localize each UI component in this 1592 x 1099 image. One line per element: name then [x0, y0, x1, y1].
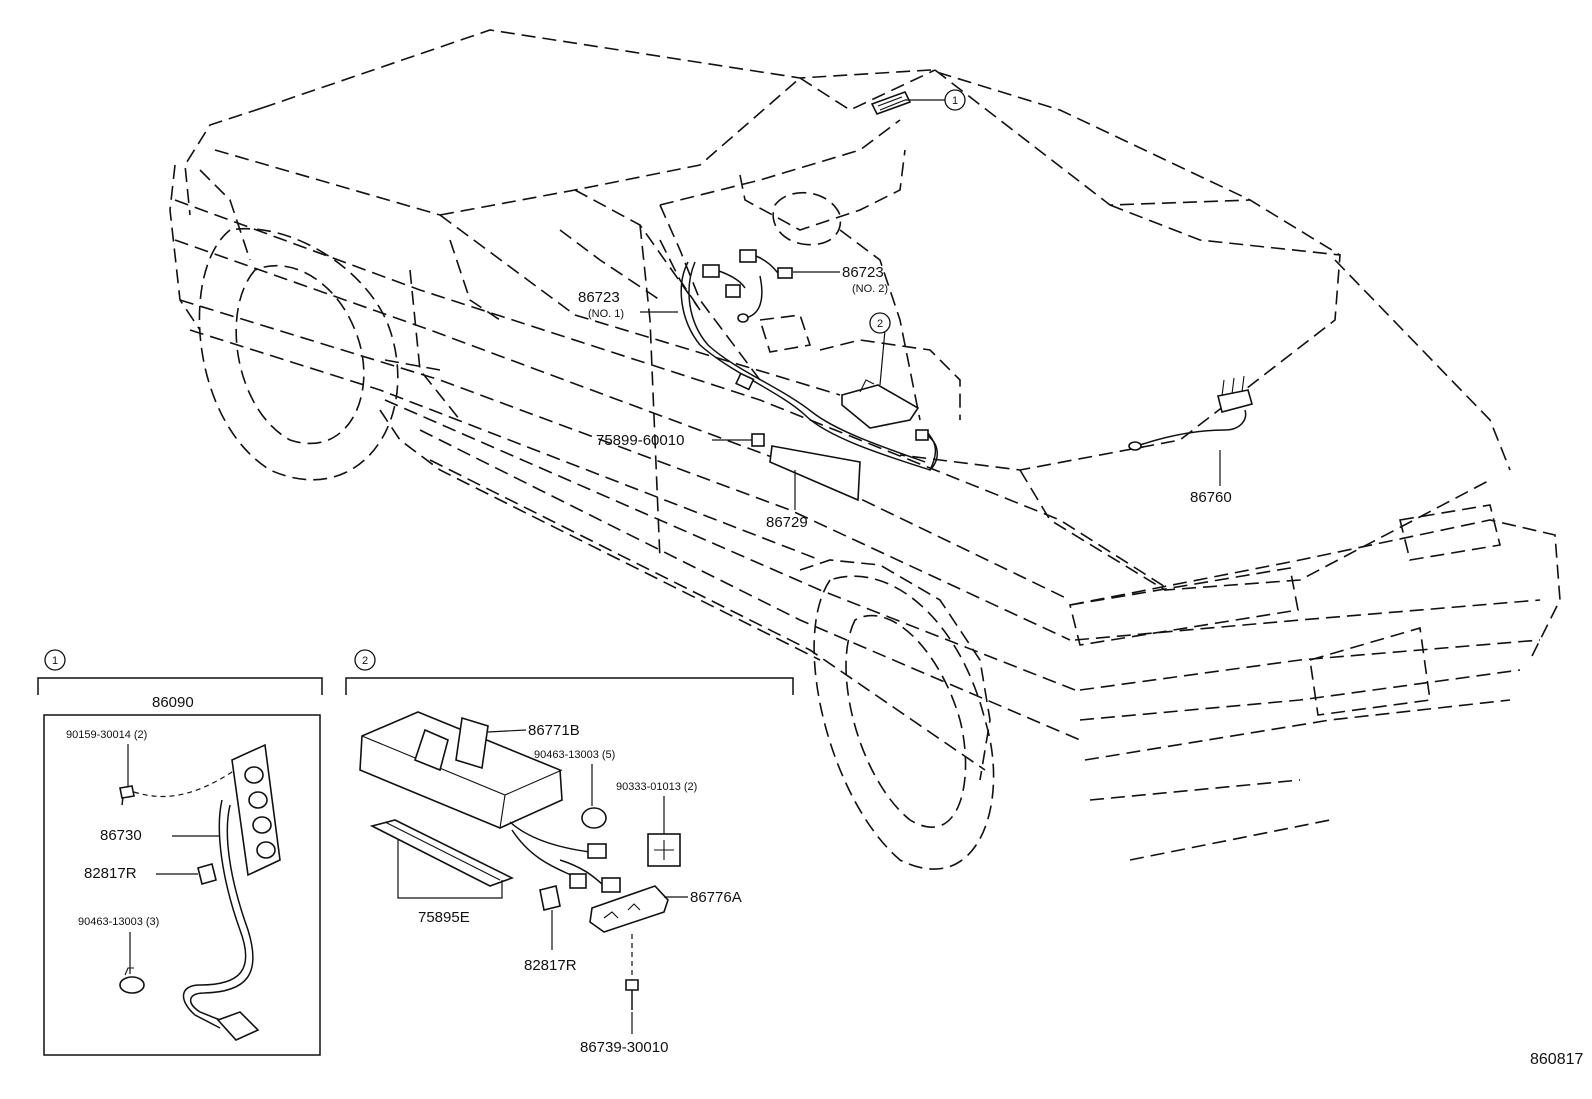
antenna-part — [1217, 389, 1253, 413]
detail-1-assembly-label[interactable]: 86090 — [152, 694, 194, 711]
main-view-parts — [680, 91, 1253, 502]
callout-harness-no1[interactable]: 86723 — [578, 289, 620, 306]
callout-harness-no2-sub: (NO. 2) — [852, 283, 888, 295]
detail-marker-2 — [354, 649, 376, 671]
callout-harness-no2[interactable]: 86723 — [842, 264, 884, 281]
detail-2-panel: 2 86771B 90463-13003 (5) 90333-01013 (2)… — [345, 649, 794, 1056]
console-unit-part — [841, 384, 920, 429]
detail-1-screw-label[interactable]: 90159-30014 (2) — [66, 729, 147, 741]
callout-antenna[interactable]: 86760 — [1190, 489, 1232, 506]
console-unit-detail — [359, 711, 563, 829]
harness-no2-connector-a — [739, 249, 757, 263]
detail-marker-1-text: 1 — [52, 655, 58, 667]
pad-part — [369, 819, 515, 887]
detail-2-bolt-label[interactable]: 86739-30010 — [580, 1039, 668, 1056]
detail-marker-2-text: 2 — [362, 655, 368, 667]
main-view-leaders — [640, 99, 1221, 510]
harness-connector-d — [725, 284, 741, 298]
detail-2-bracket-label[interactable]: 86776A — [690, 889, 742, 906]
clamp-cap-part-2 — [539, 885, 561, 911]
detail-2-clamp-label[interactable]: 82817R — [524, 957, 577, 974]
svg-text:2: 2 — [877, 318, 883, 330]
band-part-2 — [581, 807, 607, 829]
overhead-switch-part — [870, 91, 912, 115]
detail-1-band-label[interactable]: 90463-13003 (3) — [78, 916, 159, 928]
callout-harness-no1-sub: (NO. 1) — [588, 308, 624, 320]
detail-1-switch-label[interactable]: 86730 — [100, 827, 142, 844]
detail-marker-1-main[interactable]: 1 — [944, 89, 966, 111]
detail-1-bracket — [37, 677, 323, 695]
detail-2-bracket — [345, 677, 794, 695]
detail-2-pad-label[interactable]: 75895E — [418, 909, 470, 926]
mat-part — [769, 445, 861, 502]
figure-code: 860817 — [1530, 1051, 1583, 1068]
bolt-part — [625, 979, 639, 991]
car-body-outline — [169, 29, 1561, 870]
detail-2-tape-label[interactable]: 90333-01013 (2) — [616, 781, 697, 793]
detail-1-clamp-label[interactable]: 82817R — [84, 865, 137, 882]
detail-marker-2-main[interactable]: 2 — [869, 312, 891, 334]
clip-part — [751, 433, 765, 447]
detail-1-panel: 1 86090 90159-30014 (2) 86730 82817R 904… — [37, 649, 323, 1056]
harness-connector-c — [702, 264, 720, 278]
harness-no1-part — [680, 261, 937, 471]
detail-2-band-label[interactable]: 90463-13003 (5) — [534, 749, 615, 761]
callout-mat[interactable]: 86729 — [766, 514, 808, 531]
detail-marker-1 — [44, 649, 66, 671]
band-part-1 — [119, 976, 145, 994]
detail-2-unit-label[interactable]: 86771B — [528, 722, 580, 739]
detail-1-box — [43, 714, 321, 1056]
harness-no2-connector-b — [777, 267, 793, 279]
clamp-cap-part-1 — [197, 863, 217, 885]
svg-text:1: 1 — [952, 95, 958, 107]
callout-clip[interactable]: 75899-60010 — [596, 432, 684, 449]
